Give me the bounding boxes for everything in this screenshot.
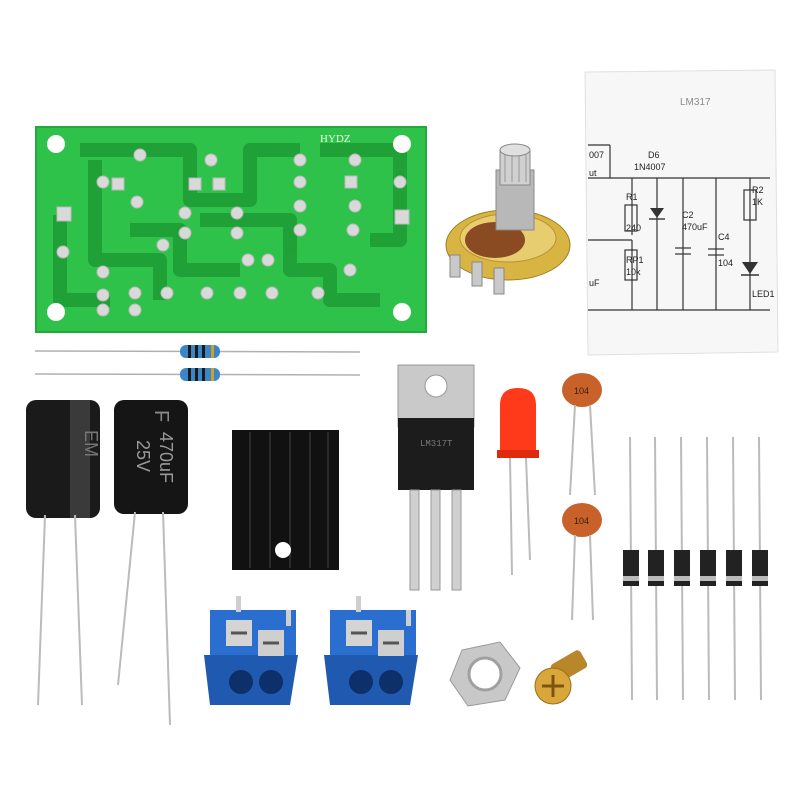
resistor-top bbox=[34, 345, 361, 358]
schematic-partial-uf: uF bbox=[589, 278, 600, 288]
diode-5 bbox=[726, 436, 742, 701]
ceramic-capacitor-bottom: 104 bbox=[562, 503, 602, 621]
schematic-r2-value: 1K bbox=[752, 197, 763, 207]
schematic-header: LM317 bbox=[680, 97, 711, 108]
schematic-partial-out: ut bbox=[589, 168, 597, 178]
schematic-d6-ref: D6 bbox=[648, 150, 660, 160]
schematic-r2-ref: R2 bbox=[752, 185, 764, 195]
resistor-bottom bbox=[34, 368, 361, 381]
diode-2 bbox=[648, 436, 664, 701]
ceramic-capacitor-top: 104 bbox=[562, 373, 602, 496]
diode-1 bbox=[623, 436, 639, 701]
schematic-rp1-value: 10k bbox=[626, 267, 641, 277]
screw-terminal-left bbox=[204, 596, 298, 705]
hex-nut bbox=[449, 641, 521, 707]
voltage-regulator: LM317T bbox=[397, 364, 475, 591]
pcb-board: HYDZ bbox=[35, 126, 427, 333]
ceramic-cap-top-value: 104 bbox=[574, 386, 589, 396]
pcb-silkscreen-label: HYDZ bbox=[320, 133, 351, 145]
schematic-c2-value: 470uF bbox=[682, 222, 708, 232]
regulator-marking: LM317T bbox=[420, 439, 453, 449]
potentiometer bbox=[445, 143, 571, 295]
red-led bbox=[497, 388, 539, 576]
diode-6 bbox=[752, 436, 768, 701]
schematic-partial-ref: 007 bbox=[589, 150, 604, 160]
left-capacitor-marking: EM bbox=[81, 430, 101, 457]
schematic-r1-value: 240 bbox=[626, 223, 641, 233]
schematic-d6-part: 1N4007 bbox=[634, 162, 666, 172]
schematic-rp1-ref: RP1 bbox=[626, 255, 644, 265]
heatsink bbox=[232, 430, 339, 570]
diode-4 bbox=[700, 436, 716, 701]
capacitor-voltage-label: 25V bbox=[133, 440, 153, 472]
schematic-r1-ref: R1 bbox=[626, 192, 638, 202]
electrolytic-capacitor-right: F 470uF 25V bbox=[114, 400, 188, 726]
schematic-sheet: LM317 007 ut D bbox=[584, 69, 779, 356]
schematic-c4-ref: C4 bbox=[718, 232, 730, 242]
ceramic-cap-bottom-value: 104 bbox=[574, 516, 589, 526]
schematic-c4-value: 104 bbox=[718, 258, 733, 268]
diode-row bbox=[623, 436, 768, 701]
diode-3 bbox=[674, 436, 690, 701]
electrolytic-capacitor-left: EM bbox=[26, 400, 101, 706]
schematic-led-ref: LED1 bbox=[752, 289, 775, 299]
screw-terminal-right bbox=[324, 596, 418, 705]
capacitor-capacitance-label: 470uF bbox=[156, 432, 176, 483]
screw bbox=[534, 650, 588, 705]
schematic-c2-ref: C2 bbox=[682, 210, 694, 220]
capacitor-polarity-mark: F bbox=[150, 410, 172, 422]
